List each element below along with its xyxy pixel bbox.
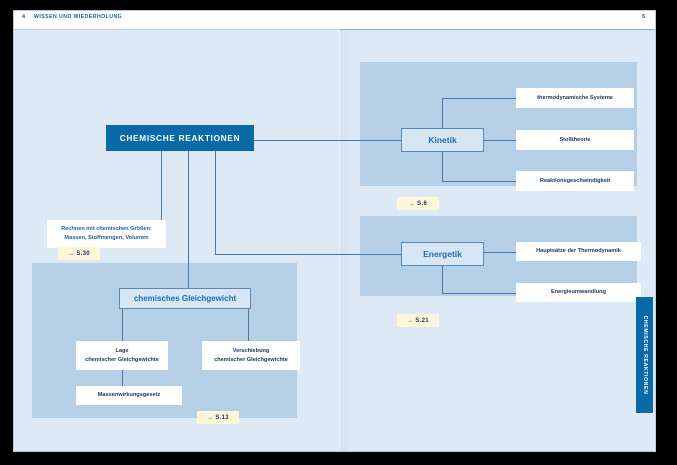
header-band [14, 11, 655, 29]
node-chemisches-gleichgewicht[interactable]: chemisches Gleichgewicht [119, 288, 251, 309]
running-head: WISSEN UND WIEDERHOLUNG [34, 14, 123, 20]
connector-root-note [161, 151, 162, 220]
node-energetik[interactable]: Energetik [401, 242, 484, 266]
connector-energetik-child1 [484, 252, 516, 253]
connector-gleich-left [122, 309, 123, 341]
connector-gleich-right [248, 309, 249, 341]
leaf-lage-line1: Lage [115, 347, 129, 354]
connector-energetik-child2 [442, 293, 516, 294]
connector-root-energetik-h [215, 254, 401, 255]
connector-root-energetik-v [215, 151, 216, 254]
node-kinetik[interactable]: Kinetik [401, 128, 484, 152]
note-line1: Rechnen mit chemischen Größen: [61, 226, 152, 233]
book-spread: 4 WISSEN UND WIEDERHOLUNG 5 CHEMISCHE RE [14, 11, 655, 451]
connector-root-kinetik [254, 140, 401, 141]
page-fold-shade [342, 30, 350, 451]
connector-gleich-mwg [122, 370, 123, 386]
connector-root-gleichgewicht [188, 151, 189, 288]
node-chemische-reaktionen[interactable]: CHEMISCHE REAKTIONEN [106, 125, 254, 151]
page-ref-s6[interactable]: → S.6 [397, 197, 439, 210]
connector-energetik-bus [442, 266, 443, 293]
header-rule-left [14, 29, 340, 30]
page-ref-s21[interactable]: → S.21 [397, 314, 439, 327]
leaf-reaktionsgeschwindigkeit[interactable]: Reaktionsgeschwindigkeit [516, 171, 634, 191]
page-fold-line [341, 30, 342, 451]
page-number-right: 5 [641, 14, 645, 20]
connector-kinetik-stub [484, 140, 516, 141]
connector-kinetik-child3 [442, 181, 516, 182]
leaf-thermodynamische-systeme[interactable]: thermodynamische Systeme [516, 88, 634, 108]
leaf-lage-line2: chemischer Gleichgewichte [85, 356, 159, 363]
leaf-massenwirkungsgesetz[interactable]: Massenwirkungsgesetz [76, 386, 182, 405]
leaf-verschiebung-chemischer-gleichgewichte[interactable]: Verschiebung chemischer Gleichgewichte [202, 341, 300, 370]
leaf-lage-chemischer-gleichgewichte[interactable]: Lage chemischer Gleichgewichte [76, 341, 168, 370]
page-number-left: 4 [22, 14, 26, 20]
leaf-hauptsaetze-der-thermodynamik[interactable]: Hauptsätze der Thermodynamik [516, 242, 641, 261]
connector-kinetik-child1 [442, 98, 516, 99]
leaf-versch-line2: chemischer Gleichgewichte [214, 356, 288, 363]
side-tab-chemische-reaktionen[interactable]: CHEMISCHE REAKTIONEN [636, 297, 653, 413]
note-line2: Massen, Stoffmengen, Volumen [64, 235, 149, 241]
note-rechnen-mit-chemischen-groessen[interactable]: Rechnen mit chemischen Größen: Massen, S… [47, 220, 166, 248]
page-ref-s30[interactable]: → S.30 [58, 247, 100, 260]
side-tab-label: CHEMISCHE REAKTIONEN [641, 315, 648, 395]
panel-kinetik [360, 62, 637, 186]
leaf-stosstheorie[interactable]: Stoßtheorie [516, 130, 634, 150]
leaf-energieumwandlung[interactable]: Energieumwandlung [516, 283, 641, 302]
leaf-versch-line1: Verschiebung [232, 347, 270, 354]
page-ref-s13[interactable]: → S.13 [197, 411, 239, 424]
